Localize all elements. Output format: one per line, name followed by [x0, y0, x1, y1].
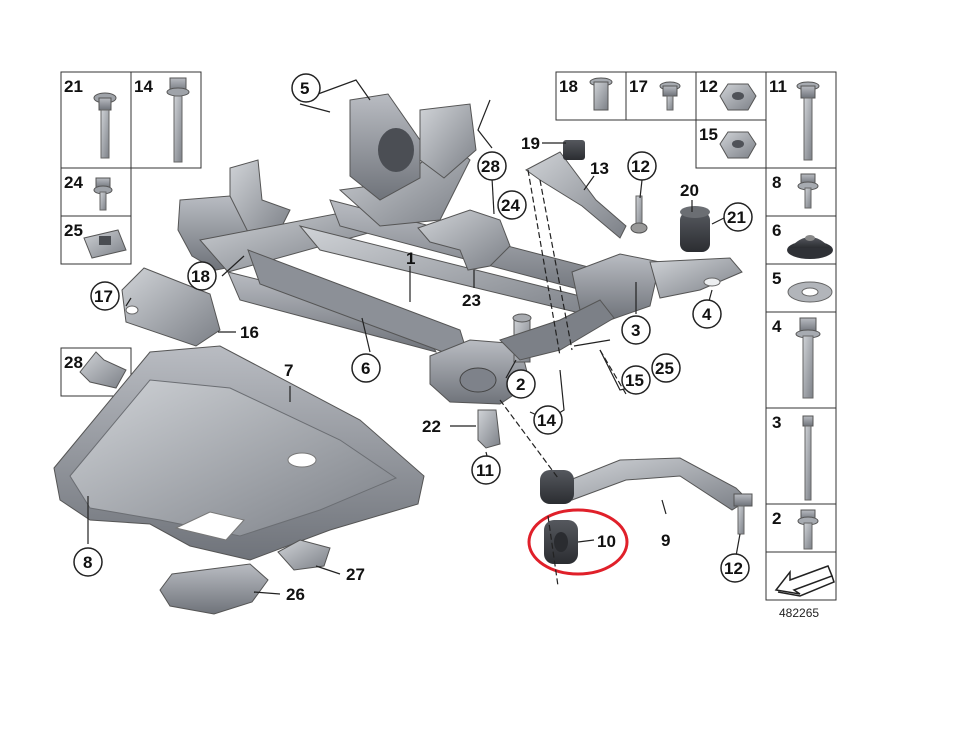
- bolt-4-icon: [795, 317, 821, 399]
- callout-24: 24: [501, 196, 520, 215]
- callout-22: 22: [422, 417, 441, 436]
- washer-5-icon: [787, 281, 833, 303]
- bracket-16: [121, 267, 221, 347]
- callout-4: 4: [702, 305, 712, 324]
- callout-26: 26: [286, 585, 305, 604]
- bushing-20: [680, 206, 710, 252]
- table-label-15: 15: [699, 125, 718, 144]
- callout-15: 15: [625, 371, 644, 390]
- cover-26: [159, 563, 269, 615]
- clip-25-icon: [83, 229, 127, 259]
- table-label-11: 11: [769, 77, 787, 96]
- table-label-6: 6: [772, 221, 781, 240]
- bolt-3-icon: [802, 415, 814, 501]
- table-label-25: 25: [64, 221, 83, 240]
- table-label-4: 4: [772, 317, 782, 336]
- table-label-8: 8: [772, 173, 781, 192]
- callout-21: 21: [727, 208, 746, 227]
- bolt-8-icon: [797, 173, 819, 209]
- callout-18: 18: [191, 267, 210, 286]
- control-arm-9: [540, 457, 753, 535]
- right-parts-column: [765, 71, 837, 601]
- table-label-3: 3: [772, 413, 781, 432]
- table-label-28: 28: [64, 353, 83, 372]
- table-label-2: 2: [772, 509, 781, 528]
- callout-2: 2: [516, 375, 525, 394]
- callout-6: 6: [361, 359, 370, 378]
- callout-17: 17: [94, 287, 113, 306]
- highlight-circle: [527, 508, 629, 576]
- sleeve-18-icon: [589, 77, 613, 111]
- direction-arrow-icon: [774, 565, 835, 597]
- callout-27: 27: [346, 565, 365, 584]
- table-label-18: 18: [559, 77, 578, 96]
- nut-15-icon: [719, 131, 757, 159]
- table-label-14: 14: [134, 77, 153, 96]
- bolt-21-icon: [93, 92, 117, 159]
- callout-3: 3: [631, 321, 640, 340]
- callout-19: 19: [521, 134, 540, 153]
- table-label-17: 17: [629, 77, 648, 96]
- shield-plate-24: [417, 209, 511, 271]
- bolt-24-icon: [93, 177, 113, 211]
- table-label-21: 21: [64, 77, 83, 96]
- table-label-24: 24: [64, 173, 83, 192]
- mount-6-icon: [787, 235, 833, 259]
- left-parts-table: [60, 71, 202, 397]
- bolt-2-icon: [797, 509, 819, 550]
- callout-10: 10: [597, 532, 616, 551]
- bolt-11-icon: [796, 81, 820, 161]
- callout-7: 7: [284, 361, 293, 380]
- callout-12-bottom: 12: [724, 559, 743, 578]
- control-arm-13: [525, 140, 648, 239]
- bolt-17-icon: [659, 81, 681, 111]
- diagram-id: 482265: [779, 606, 819, 620]
- bushing-10: [544, 520, 578, 564]
- callout-5: 5: [300, 79, 309, 98]
- callout-16: 16: [240, 323, 259, 342]
- bolt-14-icon: [166, 77, 190, 163]
- callouts: [73, 73, 753, 583]
- callout-1: 1: [406, 249, 415, 268]
- nut-12-icon: [719, 83, 757, 111]
- cover-27: [277, 539, 331, 571]
- bracket-22: [477, 409, 501, 449]
- callout-12-top: 12: [631, 157, 650, 176]
- callout-28: 28: [481, 157, 500, 176]
- underbody-shield-7: [53, 345, 425, 561]
- callout-13: 13: [590, 159, 609, 178]
- table-label-12: 12: [699, 77, 718, 96]
- callout-9: 9: [661, 531, 670, 550]
- clip-28-icon: [79, 351, 127, 389]
- callout-23: 23: [462, 291, 481, 310]
- callout-14: 14: [537, 411, 556, 430]
- callout-8: 8: [83, 553, 92, 572]
- callout-20: 20: [680, 181, 699, 200]
- callout-11: 11: [476, 461, 494, 480]
- callout-25: 25: [655, 359, 674, 378]
- table-label-5: 5: [772, 269, 781, 288]
